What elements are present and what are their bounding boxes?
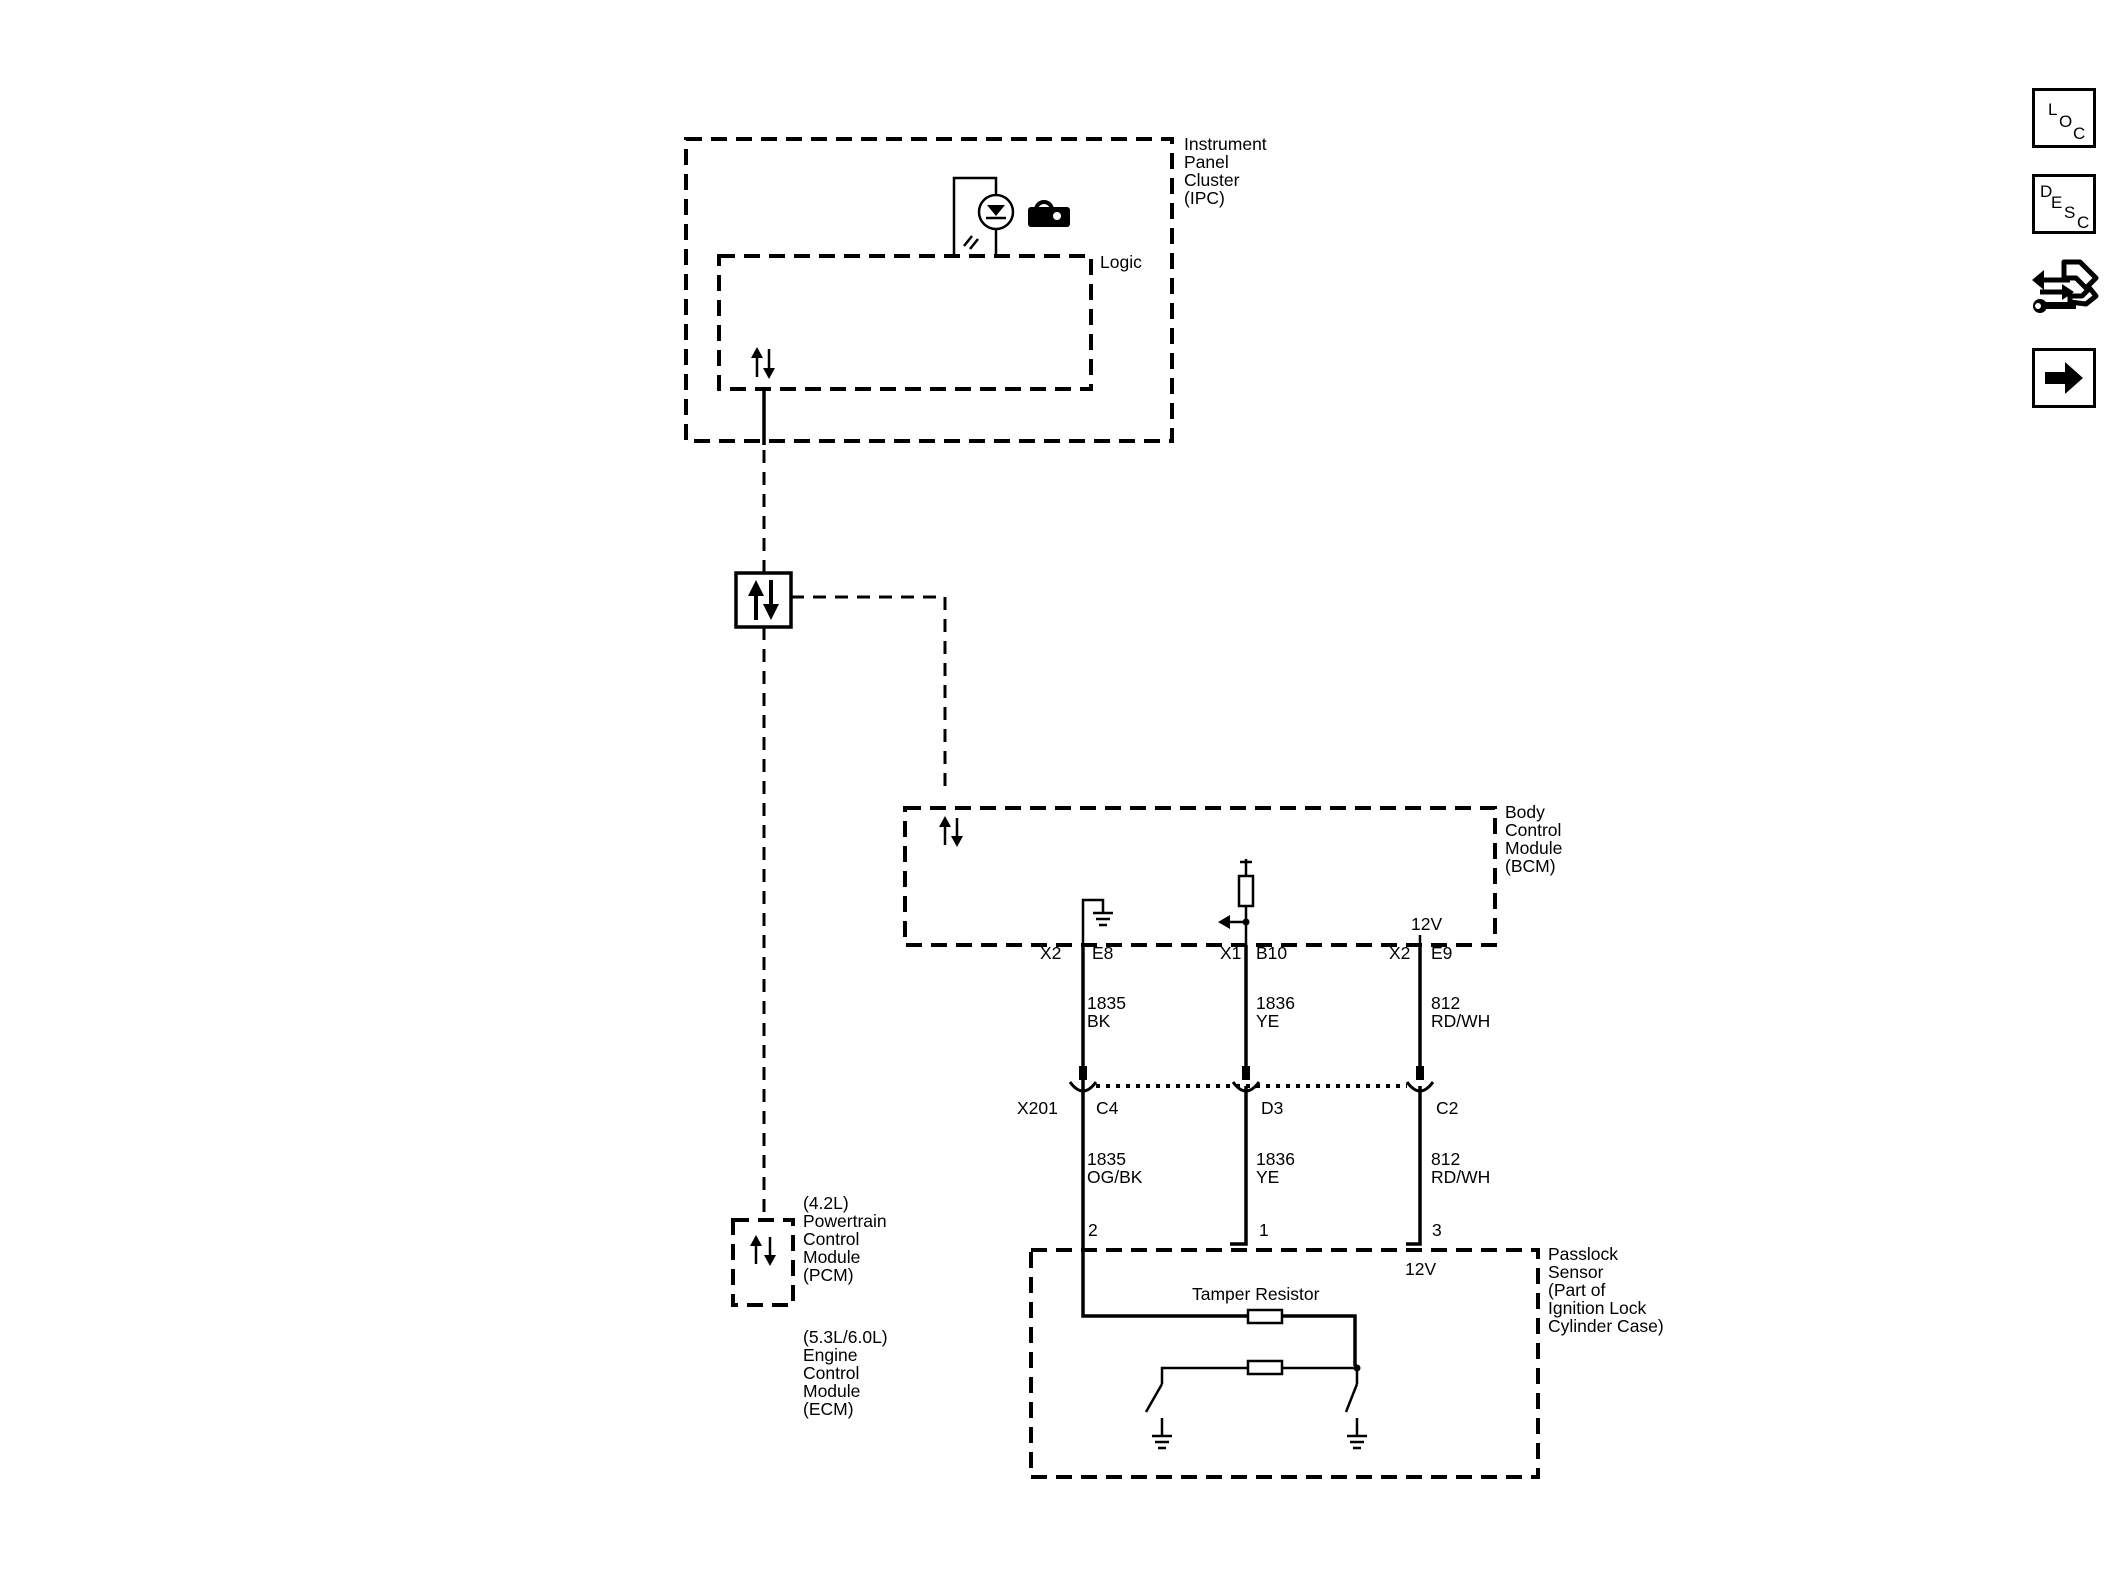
passlock-sensor-box: [1029, 1248, 1540, 1479]
data-bus-to-bcm: [791, 595, 947, 790]
description-letter-c: C: [2077, 213, 2090, 232]
wire3-bcm-pin: E9: [1431, 943, 1452, 963]
data-link-splice-icon: [734, 571, 793, 629]
wire-1835: [1068, 945, 1357, 1366]
sensor-ground-right-icon: [1347, 1434, 1367, 1450]
security-indicator-lamp: [952, 176, 1015, 256]
location-letter-l: L: [2048, 100, 2058, 119]
ipc-logic-label: Logic: [1100, 252, 1142, 272]
wire1-upper-circuit: 1835 BK: [1087, 993, 1131, 1031]
wire3-upper-circuit: 812 RD/WH: [1431, 993, 1490, 1031]
sensor-switch-right-icon: [1344, 1368, 1359, 1436]
bcm-ground-icon: [1081, 898, 1113, 945]
location-button[interactable]: L O C: [2032, 88, 2096, 148]
bcm-voltage-label: 12V: [1411, 914, 1442, 934]
wire-1836: [1230, 945, 1261, 1246]
ipc-label: Instrument Panel Cluster (IPC): [1184, 134, 1272, 208]
wire3-x201-pin: C2: [1436, 1098, 1458, 1118]
bcm-label: Body Control Module (BCM): [1505, 802, 1567, 876]
tamper-resistor-label: Tamper Resistor: [1192, 1284, 1320, 1304]
description-button[interactable]: D E S C: [2032, 174, 2096, 234]
connector-service-button[interactable]: [2030, 256, 2100, 320]
wire2-x201-pin: D3: [1261, 1098, 1283, 1118]
passlock-label: Passlock Sensor (Part of Ignition Lock C…: [1548, 1244, 1664, 1336]
wire1-lower-circuit: 1835 OG/BK: [1087, 1149, 1143, 1187]
wire3-lower-circuit: 812 RD/WH: [1431, 1149, 1490, 1187]
tamper-resistor: [1246, 1308, 1284, 1325]
wire1-bcm-connector: X2: [1040, 943, 1061, 963]
sensor-ground-left-icon: [1152, 1434, 1172, 1450]
ecm-label: (5.3L/6.0L) Engine Control Module (ECM): [803, 1327, 893, 1419]
wire1-x201-pin: C4: [1096, 1098, 1119, 1118]
location-letter-c: C: [2073, 124, 2086, 143]
wire2-bcm-connector: X1: [1220, 943, 1241, 963]
bcm-data-arrows-icon: [939, 816, 963, 847]
pcm-data-arrows-icon: [750, 1235, 776, 1266]
pcm-label: (4.2L) Powertrain Control Module (PCM): [803, 1193, 892, 1285]
pcm-module-box: [731, 1218, 795, 1307]
wire2-lower-circuit: 1836 YE: [1256, 1149, 1300, 1187]
connector-service-icon: [2032, 259, 2099, 313]
description-letter-e: E: [2051, 193, 2063, 212]
wire3-bcm-connector: X2: [1389, 943, 1410, 963]
wire1-sensor-pin: 2: [1088, 1220, 1098, 1240]
next-button[interactable]: [2032, 348, 2096, 408]
location-letter-o: O: [2059, 112, 2073, 131]
wire2-bcm-pin: B10: [1256, 943, 1287, 963]
security-lock-icon: [1028, 200, 1070, 227]
ipc-module-box: [684, 137, 1174, 443]
right-arrow-icon: [2045, 362, 2083, 394]
x201-connector-label: X201: [1017, 1098, 1058, 1118]
wire1-bcm-pin: E8: [1092, 943, 1113, 963]
description-letter-d: D: [2040, 182, 2053, 201]
wire2-sensor-pin: 1: [1259, 1220, 1269, 1240]
wire2-upper-circuit: 1836 YE: [1256, 993, 1300, 1031]
wire-812: [1405, 945, 1435, 1246]
sensor-switch-left-icon: [1144, 1383, 1164, 1436]
ipc-data-arrows-icon: [751, 347, 775, 379]
bcm-module-box: [903, 806, 1497, 947]
passlock-voltage-label: 12V: [1405, 1259, 1436, 1279]
description-letter-s: S: [2064, 203, 2076, 222]
bcm-pullup-resistor-icon: [1218, 859, 1255, 945]
wire3-sensor-pin: 3: [1432, 1220, 1442, 1240]
ipc-logic-box: [717, 254, 1093, 391]
sensor-resistor: [1160, 1359, 1361, 1384]
